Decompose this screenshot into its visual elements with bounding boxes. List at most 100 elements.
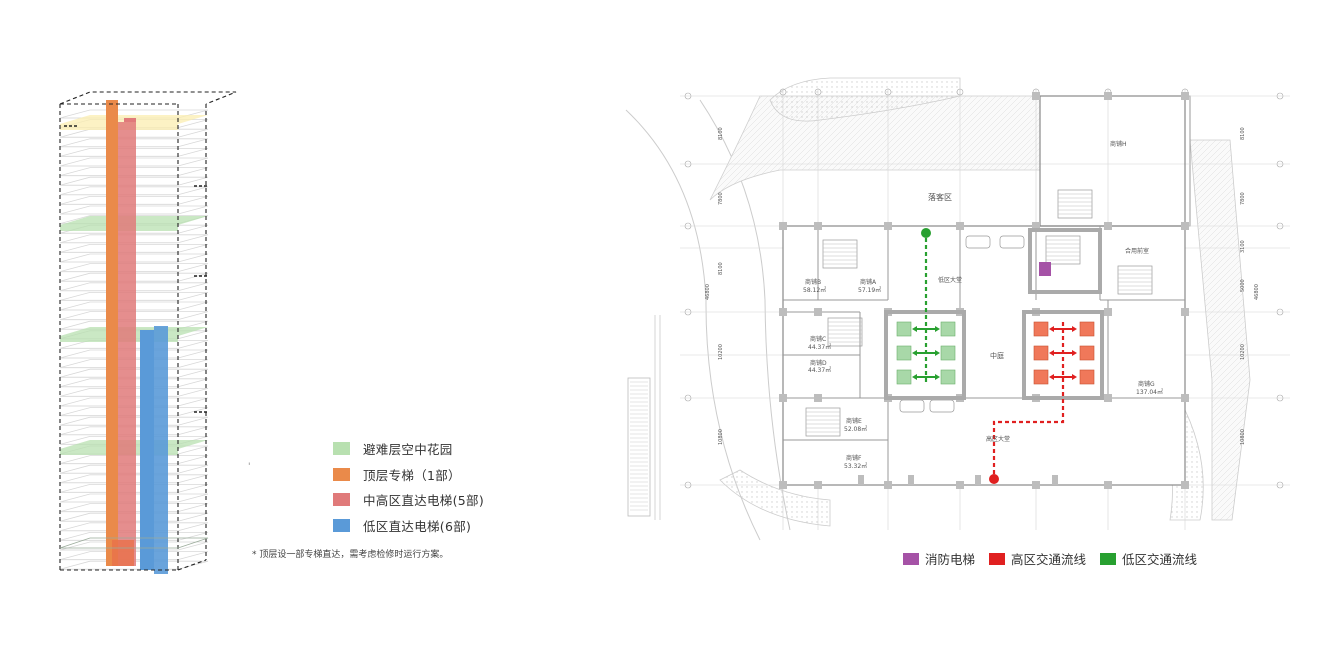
- column: [1104, 308, 1112, 316]
- shop-h-outline: [1039, 95, 1186, 227]
- legend-label-top-elevator: 顶层专梯（1部）: [363, 467, 461, 483]
- low-flow-arrow-left: [912, 350, 917, 356]
- low-flow-arrow-left: [912, 326, 917, 332]
- refuge-swatch: [333, 442, 350, 456]
- low-flow-swatch: [1100, 552, 1117, 565]
- grid-bubble: [1276, 160, 1284, 168]
- legend-item-low-elevator: 低区直达电梯(6部): [333, 513, 484, 539]
- floor-plate: [59, 157, 209, 167]
- low-elevator-car: [896, 321, 912, 337]
- high-flow-arrow-right: [1072, 326, 1077, 332]
- floor-plate: [59, 205, 209, 215]
- legend-label-refuge: 避难层空中花园: [363, 442, 453, 458]
- shop-h-block: [1039, 95, 1191, 227]
- column: [884, 481, 892, 489]
- column: [1032, 222, 1040, 230]
- shaft-base: [112, 540, 134, 566]
- column: [1181, 222, 1189, 230]
- dim-left-5: 10200: [718, 344, 724, 360]
- floor-plate: [59, 311, 209, 320]
- label-shop-b-area: 58.12㎡: [803, 286, 826, 294]
- column: [1181, 481, 1189, 489]
- tower-axonometric-diagram: [59, 91, 237, 574]
- floor-plate: [59, 138, 209, 148]
- floor-plate: [59, 196, 209, 205]
- low-elevator-car: [896, 369, 912, 385]
- grid-bubble: [1276, 308, 1284, 316]
- lobby-sofa: [965, 235, 991, 249]
- label-shop-c-area: 44.37㎡: [808, 343, 831, 351]
- midhigh-elevator-swatch: [333, 493, 350, 507]
- tower-outline: [59, 91, 237, 571]
- road-curve: [625, 109, 761, 541]
- grid-bubble: [684, 481, 692, 489]
- dim-left-3: 8100: [718, 262, 724, 275]
- high-elevator-car: [1079, 369, 1095, 385]
- high-flow-arrow-right: [1072, 374, 1077, 380]
- low-elevator-car: [940, 345, 956, 361]
- legend-item-top-elevator: 顶层专梯（1部）: [333, 462, 484, 488]
- floor-plate: [59, 292, 209, 301]
- high-flow-arrow-left: [1049, 374, 1054, 380]
- column: [1181, 394, 1189, 402]
- entrance-pier: [908, 475, 914, 485]
- stair: [822, 239, 858, 269]
- legend-label-midhigh-elevator: 中高区直达电梯(5部): [363, 493, 485, 509]
- column: [814, 481, 822, 489]
- grid-bubble: [1276, 222, 1284, 230]
- low-elevator-shaft-b: [154, 326, 168, 574]
- label-shop-g-area: 137.04㎡: [1136, 388, 1163, 396]
- dim-left-1: 8100: [718, 127, 724, 140]
- site-landscape: [625, 77, 1251, 541]
- label-drop-off: 落客区: [928, 192, 952, 202]
- label-front-desk: 合用前室: [1125, 247, 1149, 255]
- legend-label-fire-elevator: 消防电梯: [925, 552, 976, 567]
- floor-plate: [59, 176, 209, 186]
- column: [1181, 308, 1189, 316]
- floor-plate: [59, 244, 209, 253]
- lobby-sofa: [999, 235, 1025, 249]
- floor-plate: [59, 263, 209, 272]
- floor-plate: [59, 109, 209, 119]
- stray-mark: ': [248, 462, 251, 472]
- grid-bubble: [1276, 92, 1284, 100]
- dimension-labels-right: 8100 7800 3100 5000 46800 10200 10800: [1240, 127, 1260, 445]
- floor-plate: [59, 282, 209, 292]
- dim-right-4: 5000: [1240, 279, 1246, 292]
- column: [779, 394, 787, 402]
- side-walk: [654, 315, 661, 520]
- dim-right-6: 10200: [1240, 344, 1246, 360]
- low-elevator-car: [940, 369, 956, 385]
- legend-label-low-flow: 低区交通流线: [1122, 552, 1198, 567]
- grid-bubble: [684, 308, 692, 316]
- label-shop-e-area: 52.08㎡: [844, 425, 867, 433]
- base-side: [177, 559, 207, 571]
- column: [956, 222, 964, 230]
- fire-elevator-swatch: [903, 552, 919, 565]
- roof-edge: [59, 91, 237, 105]
- entrance-pier: [858, 475, 864, 485]
- legend-item-high-flow: 高区交通流线: [989, 549, 1086, 568]
- column: [779, 308, 787, 316]
- legend-item-midhigh-elevator: 中高区直达电梯(5部): [333, 487, 484, 513]
- legend-item-refuge: 避难层空中花园: [333, 436, 484, 462]
- label-shop-a: 商铺A: [860, 278, 877, 286]
- ground-plate: [59, 537, 209, 549]
- legend-label-high-flow: 高区交通流线: [1011, 552, 1087, 567]
- column: [779, 222, 787, 230]
- label-shop-c: 商铺C: [810, 335, 826, 343]
- stair: [1045, 235, 1081, 265]
- dim-left-4: 46800: [705, 284, 711, 300]
- column: [814, 394, 822, 402]
- high-flow-arrow-right: [1072, 350, 1077, 356]
- top-elevator-swatch: [333, 467, 350, 481]
- dim-right-5: 46800: [1254, 284, 1260, 300]
- column: [779, 481, 787, 489]
- column: [1104, 222, 1112, 230]
- grid-bubble: [1276, 481, 1284, 489]
- dim-left-6: 10800: [718, 429, 724, 445]
- label-atrium: 中庭: [990, 351, 1004, 360]
- dim-right-2: 7800: [1240, 192, 1246, 205]
- stair: [1057, 189, 1093, 219]
